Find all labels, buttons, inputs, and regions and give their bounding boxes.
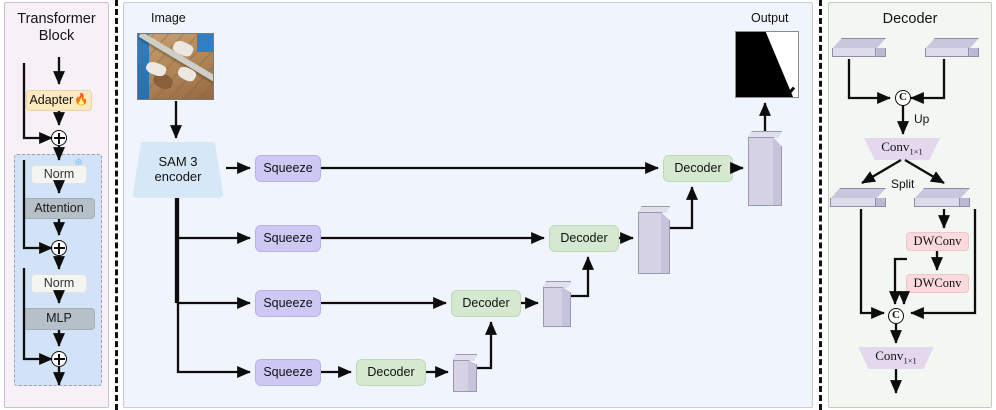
slab-front-face: [925, 48, 970, 57]
slab-front-face: [543, 287, 563, 327]
decoder-label-3: Decoder: [560, 230, 608, 245]
norm-label-1: Norm: [43, 166, 75, 181]
slab-front-face: [453, 360, 469, 392]
slab-side-face: [773, 137, 782, 206]
feature-slab-3: [638, 206, 670, 274]
input-image-thumbnail: [137, 33, 214, 100]
conv-sub-bottom: 1×1: [903, 356, 917, 367]
attention-block[interactable]: Attention: [23, 198, 95, 219]
decoder-block-4[interactable]: Decoder: [663, 155, 733, 182]
slab-front-face: [830, 198, 876, 207]
squeeze-label-3: Squeeze: [263, 295, 313, 310]
up-label: Up: [914, 112, 930, 126]
dwconv-label-2: DWConv: [913, 275, 962, 290]
slab-front-face: [638, 212, 662, 274]
slab-side-face: [876, 48, 886, 57]
attention-label: Attention: [34, 200, 84, 215]
feature-slab-4: [748, 131, 782, 206]
mask-region: [736, 32, 794, 97]
encoder-label-line1: SAM 3: [158, 154, 198, 170]
split-slab-right: [914, 188, 970, 209]
split-label: Split: [891, 177, 915, 191]
slab-front-face: [914, 198, 960, 207]
squeeze-label-1: Squeeze: [263, 160, 313, 175]
panel-title-line2: Block: [38, 28, 75, 45]
decoder-block-1[interactable]: Decoder: [356, 359, 426, 386]
plus-horizontal: [53, 358, 65, 360]
output-label: Output: [751, 11, 789, 25]
fire-icon: 🔥: [74, 94, 89, 107]
image-label: Image: [151, 11, 186, 25]
panel-title-line1: Transformer: [17, 11, 96, 27]
snowflake-icon: ❄: [74, 157, 84, 169]
slab-side-face: [959, 198, 970, 207]
panel-title-decoder: Decoder: [882, 11, 938, 27]
image-blue-topright: [196, 34, 213, 53]
slab-side-face: [468, 360, 477, 392]
slab-side-face: [875, 198, 886, 207]
conv-label-top: Conv: [881, 139, 910, 155]
residual-add-2: [51, 240, 67, 256]
panel-divider-left: [115, 0, 118, 410]
concat-label-top: C: [899, 91, 907, 103]
decoder-label-2: Decoder: [462, 295, 510, 310]
split-slab-left: [830, 188, 886, 209]
adapter-block[interactable]: Adapter🔥: [26, 90, 92, 111]
concat-label-bottom: C: [892, 309, 900, 321]
squeeze-label-4: Squeeze: [263, 364, 313, 379]
sam3-encoder[interactable]: SAM 3 encoder: [132, 142, 224, 198]
conv-sub-top: 1×1: [909, 147, 923, 158]
decoder-input-slab-left: [832, 38, 886, 59]
residual-add-3: [51, 351, 67, 367]
feature-slab-1: [453, 354, 477, 392]
plus-horizontal: [53, 137, 65, 139]
decoder-block-2[interactable]: Decoder: [451, 290, 521, 317]
slab-side-face: [562, 287, 571, 327]
residual-add-1: [51, 130, 67, 146]
mlp-label: MLP: [46, 311, 72, 326]
norm-block-1[interactable]: Norm: [31, 165, 87, 184]
slab-side-face: [969, 48, 979, 57]
slab-front-face: [748, 137, 774, 206]
decoder-block-3[interactable]: Decoder: [549, 225, 619, 252]
norm-label-2: Norm: [43, 275, 75, 290]
image-blue-left: [138, 34, 149, 99]
panel-divider-right: [819, 0, 822, 410]
feature-slab-2: [543, 281, 571, 327]
mlp-block[interactable]: MLP: [23, 308, 95, 330]
slab-side-face: [661, 212, 670, 274]
encoder-label-line2: encoder: [154, 169, 202, 184]
conv1x1-block-top[interactable]: Conv1×1: [864, 138, 940, 160]
norm-block-2[interactable]: Norm: [31, 274, 87, 293]
concat-node-bottom: C: [888, 308, 904, 324]
decoder-input-slab-right: [925, 38, 979, 59]
squeeze-block-4[interactable]: Squeeze: [255, 359, 321, 386]
pipeline-panel: [123, 2, 813, 408]
panel-title-transformer-block: Transformer Block: [5, 11, 108, 45]
concat-node-top: C: [895, 90, 911, 106]
adapter-label: Adapter: [29, 92, 74, 107]
conv-label-bottom: Conv: [875, 348, 904, 364]
squeeze-block-1[interactable]: Squeeze: [255, 155, 321, 182]
squeeze-block-3[interactable]: Squeeze: [255, 290, 321, 317]
decoder-label-1: Decoder: [367, 364, 415, 379]
output-mask-thumbnail: [735, 31, 799, 98]
plus-horizontal: [53, 247, 65, 249]
dwconv-block-2[interactable]: DWConv: [906, 274, 969, 293]
squeeze-label-2: Squeeze: [263, 230, 313, 245]
squeeze-block-2[interactable]: Squeeze: [255, 225, 321, 252]
dwconv-block-1[interactable]: DWConv: [906, 232, 969, 251]
slab-front-face: [832, 48, 877, 57]
dwconv-label-1: DWConv: [913, 233, 962, 248]
conv1x1-block-bottom[interactable]: Conv1×1: [858, 347, 934, 369]
decoder-label-4: Decoder: [674, 160, 722, 175]
